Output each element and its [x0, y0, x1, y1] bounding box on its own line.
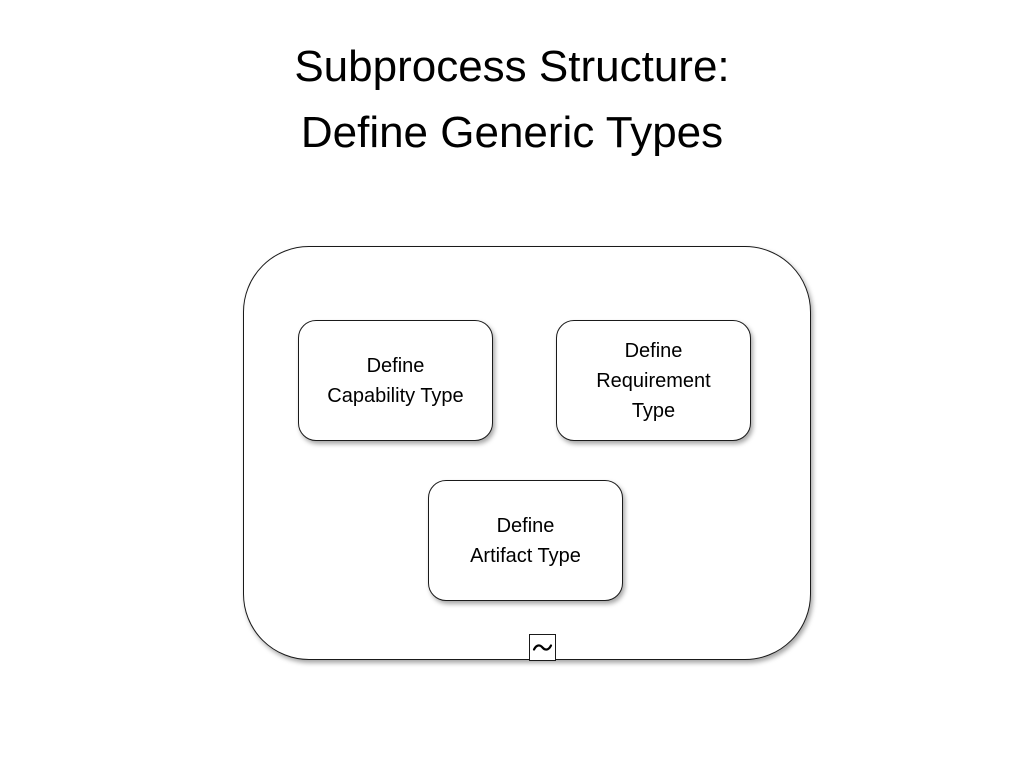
task-label-line: Type — [631, 399, 676, 422]
tilde-icon — [532, 644, 553, 651]
ad-hoc-marker — [529, 634, 556, 661]
task-label-line: Define — [366, 354, 425, 377]
task-label: Define Artifact Type — [470, 511, 581, 571]
task-label-line: Capability Type — [327, 384, 464, 407]
slide-title-line-1: Subprocess Structure: — [294, 42, 730, 91]
task-label-line: Requirement — [596, 369, 711, 392]
task-define-capability-type: Define Capability Type — [298, 320, 493, 441]
task-define-artifact-type: Define Artifact Type — [428, 480, 623, 601]
slide-title: Subprocess Structure: Define Generic Typ… — [0, 34, 1024, 166]
task-label: Define Capability Type — [327, 351, 463, 411]
task-label: Define Requirement Type — [596, 336, 711, 426]
task-label-line: Artifact Type — [470, 544, 581, 567]
task-label-line: Define — [496, 514, 555, 537]
task-define-requirement-type: Define Requirement Type — [556, 320, 751, 441]
task-label-line: Define — [624, 339, 683, 362]
slide-title-line-2: Define Generic Types — [300, 108, 724, 157]
